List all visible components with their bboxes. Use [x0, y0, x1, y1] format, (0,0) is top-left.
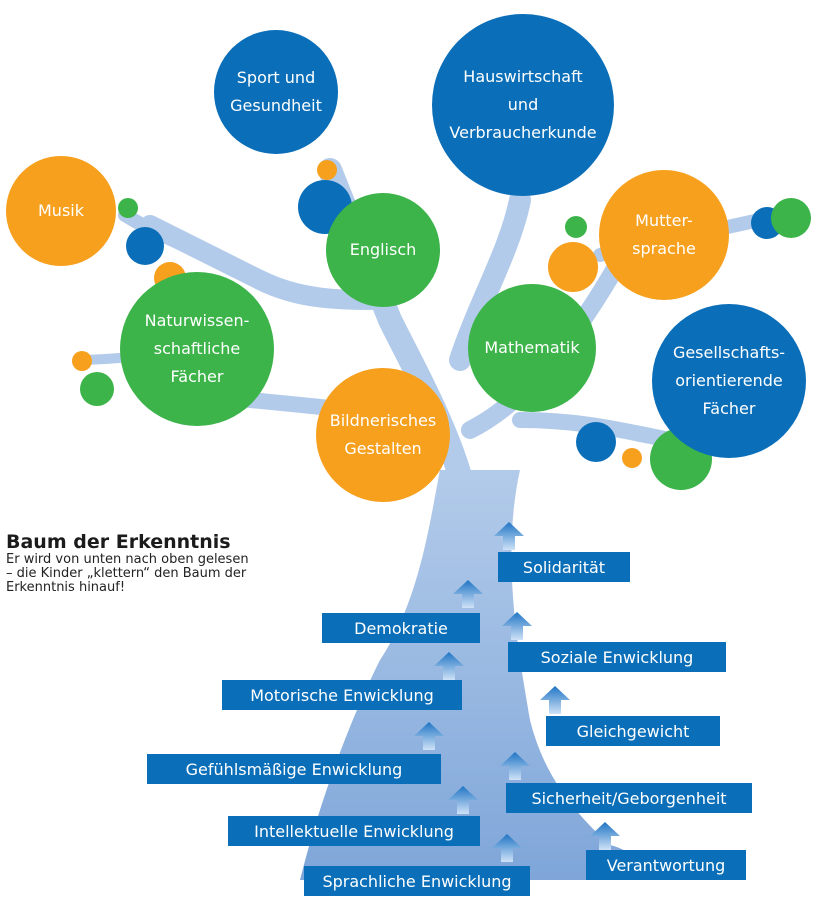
- step-verantwortung: Verantwortung: [586, 850, 746, 880]
- subject-label: Hauswirtschaft und Verbraucherkunde: [449, 67, 597, 142]
- up-arrow-icon: [500, 752, 530, 780]
- step-soziale-entwicklung: Soziale Enwicklung: [508, 642, 726, 672]
- subject-label: Gesellschafts- orientierende Fächer: [672, 343, 786, 418]
- up-arrow-icon: [448, 786, 478, 814]
- subject-label: Mathematik: [484, 338, 580, 357]
- up-arrow-icon: [414, 722, 444, 750]
- up-arrow-icon: [540, 686, 570, 714]
- subject-englisch: Englisch: [326, 193, 440, 307]
- subject-label: Musik: [38, 201, 84, 220]
- subject-muttersprache: Mutter- sprache: [599, 170, 729, 300]
- decorative-dot-orange: [548, 242, 598, 292]
- up-arrow-icon: [434, 652, 464, 680]
- decorative-dot-orange: [622, 448, 642, 468]
- step-gleichgewicht: Gleichgewicht: [546, 716, 720, 746]
- step-sicherheit-geborgenheit: Sicherheit/Geborgenheit: [506, 783, 752, 813]
- decorative-dot-blue: [126, 227, 164, 265]
- subject-mathematik: Mathematik: [468, 284, 596, 412]
- step-intellektuelle-entwicklung: Intellektuelle Enwicklung: [228, 816, 480, 846]
- step-solidaritaet: Solidarität: [498, 552, 630, 582]
- decorative-dot-green: [771, 198, 811, 238]
- up-arrow-icon: [590, 822, 620, 850]
- decorative-dot-green: [80, 372, 114, 406]
- decorative-dot-orange: [72, 351, 92, 371]
- step-demokratie: Demokratie: [322, 613, 480, 643]
- subject-gesellschaftsorientierende-faecher: Gesellschafts- orientierende Fächer: [652, 304, 806, 458]
- subject-label: Sport und Gesundheit: [230, 68, 322, 115]
- subject-label: Bildnerisches Gestalten: [329, 411, 437, 458]
- subject-naturwissenschaftliche-faecher: Naturwissen- schaftliche Fächer: [120, 272, 274, 426]
- legend-title: Baum der Erkenntnis: [6, 531, 231, 553]
- up-arrow-icon: [453, 580, 483, 608]
- up-arrow-icon: [492, 834, 522, 862]
- legend-description: Er wird von unten nach oben gelesen – di…: [6, 552, 249, 595]
- decorative-dot-blue: [576, 422, 616, 462]
- decorative-dot-green: [565, 216, 587, 238]
- step-sprachliche-entwicklung: Sprachliche Enwicklung: [304, 866, 530, 896]
- subject-hauswirtschaft: Hauswirtschaft und Verbraucherkunde: [432, 14, 614, 196]
- up-arrow-icon: [502, 612, 532, 640]
- up-arrow-icon: [494, 522, 524, 550]
- subject-label: Mutter- sprache: [632, 211, 696, 258]
- decorative-dot-green: [118, 198, 138, 218]
- legend: Baum der Erkenntnis Er wird von unten na…: [6, 532, 306, 595]
- subject-bildnerisches-gestalten: Bildnerisches Gestalten: [316, 368, 450, 502]
- subject-label: Englisch: [349, 240, 417, 259]
- step-gefuehlsmaessige-entwicklung: Gefühlsmäßige Enwicklung: [147, 754, 441, 784]
- step-motorische-entwicklung: Motorische Enwicklung: [222, 680, 462, 710]
- subject-musik: Musik: [6, 156, 116, 266]
- subject-sport-und-gesundheit: Sport und Gesundheit: [214, 30, 338, 154]
- decorative-dot-orange: [317, 160, 337, 180]
- subject-label: Naturwissen- schaftliche Fächer: [144, 311, 250, 386]
